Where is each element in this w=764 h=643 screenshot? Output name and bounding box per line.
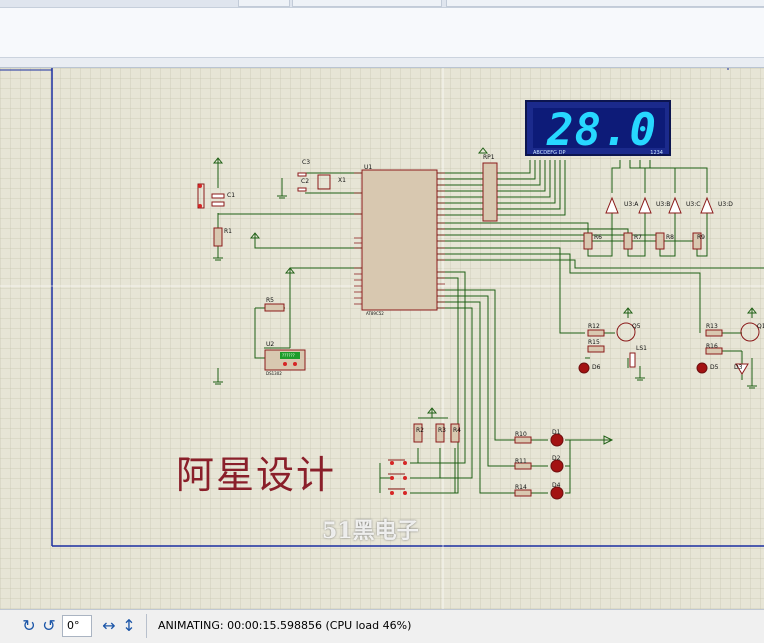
watermark-text: 51黑电子 <box>322 518 419 544</box>
toolbar-tab[interactable] <box>446 0 764 7</box>
display-pin-labels: ABCDEFG DP <box>533 150 566 156</box>
label-q5: Q5 <box>632 323 641 330</box>
label-q1: Q1 <box>757 323 764 330</box>
label-x1: X1 <box>338 177 346 184</box>
label-r4: R4 <box>453 427 461 434</box>
labels-layer: U1 AT89C52 RP1 C1 C2 C3 X1 R1 R5 U2 DS13… <box>0 68 764 609</box>
display-value: 28.0 <box>547 105 657 156</box>
label-d1: D1 <box>552 429 561 436</box>
toolbar-tab[interactable] <box>292 0 442 7</box>
u2-lcd-readout: ?????? <box>282 353 295 358</box>
label-r15: R15 <box>588 339 600 346</box>
mirror-vertical-icon[interactable]: ↕ <box>122 616 136 635</box>
label-u2-part: DS1302 <box>266 371 282 376</box>
label-u3a: U3:A <box>624 201 639 208</box>
title-bar <box>0 0 764 8</box>
toolbar-area <box>0 8 764 58</box>
status-bar: ↻ ↺ 0° ↔ ↕ ANIMATING: 00:00:15.598856 (C… <box>0 609 764 643</box>
designer-text: 阿星设计 <box>176 453 337 497</box>
label-u1: U1 <box>364 164 373 171</box>
label-d5: D5 <box>710 364 719 371</box>
display-screen: 28.0 <box>533 105 665 156</box>
label-r3: R3 <box>438 427 446 434</box>
label-c2: C2 <box>301 178 310 185</box>
rotate-clockwise-icon[interactable]: ↻ <box>22 616 36 635</box>
label-r8: R8 <box>666 234 674 241</box>
display-digit-labels: 1234 <box>650 150 663 156</box>
status-divider <box>146 614 147 638</box>
seven-segment-display[interactable]: 28.0 ABCDEFG DP 1234 <box>525 100 671 156</box>
label-r6: R6 <box>594 234 602 241</box>
label-u1-part: AT89C52 <box>366 311 384 316</box>
label-r14: R14 <box>515 484 527 491</box>
label-r5: R5 <box>266 297 274 304</box>
label-d4: D4 <box>552 482 561 489</box>
label-r2: R2 <box>416 427 424 434</box>
label-d3: D3 <box>734 364 743 371</box>
label-rp1: RP1 <box>483 154 495 161</box>
label-r16: R16 <box>706 343 718 350</box>
label-c1: C1 <box>227 192 236 199</box>
simulation-status: ANIMATING: 00:00:15.598856 (CPU load 46%… <box>158 619 412 632</box>
label-u3b: U3:B <box>656 201 671 208</box>
schematic-canvas[interactable]: U1 AT89C52 RP1 C1 C2 C3 X1 R1 R5 U2 DS13… <box>0 68 764 609</box>
label-d6: D6 <box>592 364 601 371</box>
label-c3: C3 <box>302 159 311 166</box>
rotate-counterclockwise-icon[interactable]: ↺ <box>42 616 56 635</box>
mirror-horizontal-icon[interactable]: ↔ <box>102 616 116 635</box>
label-r9: R9 <box>697 234 705 241</box>
schematic-drawing <box>0 68 764 609</box>
label-r7: R7 <box>634 234 642 241</box>
editor-separator <box>0 58 764 68</box>
label-d2: D2 <box>552 455 561 462</box>
label-u3d: U3:D <box>718 201 733 208</box>
label-r12: R12 <box>588 323 600 330</box>
label-u2: U2 <box>266 341 275 348</box>
label-r1: R1 <box>224 228 232 235</box>
rotation-angle-field[interactable]: 0° <box>62 615 92 637</box>
label-ls1: LS1 <box>636 345 647 352</box>
label-r10: R10 <box>515 431 527 438</box>
label-r13: R13 <box>706 323 718 330</box>
label-r11: R11 <box>515 458 527 465</box>
label-u3c: U3:C <box>686 201 701 208</box>
toolbar-tab[interactable] <box>238 0 290 7</box>
